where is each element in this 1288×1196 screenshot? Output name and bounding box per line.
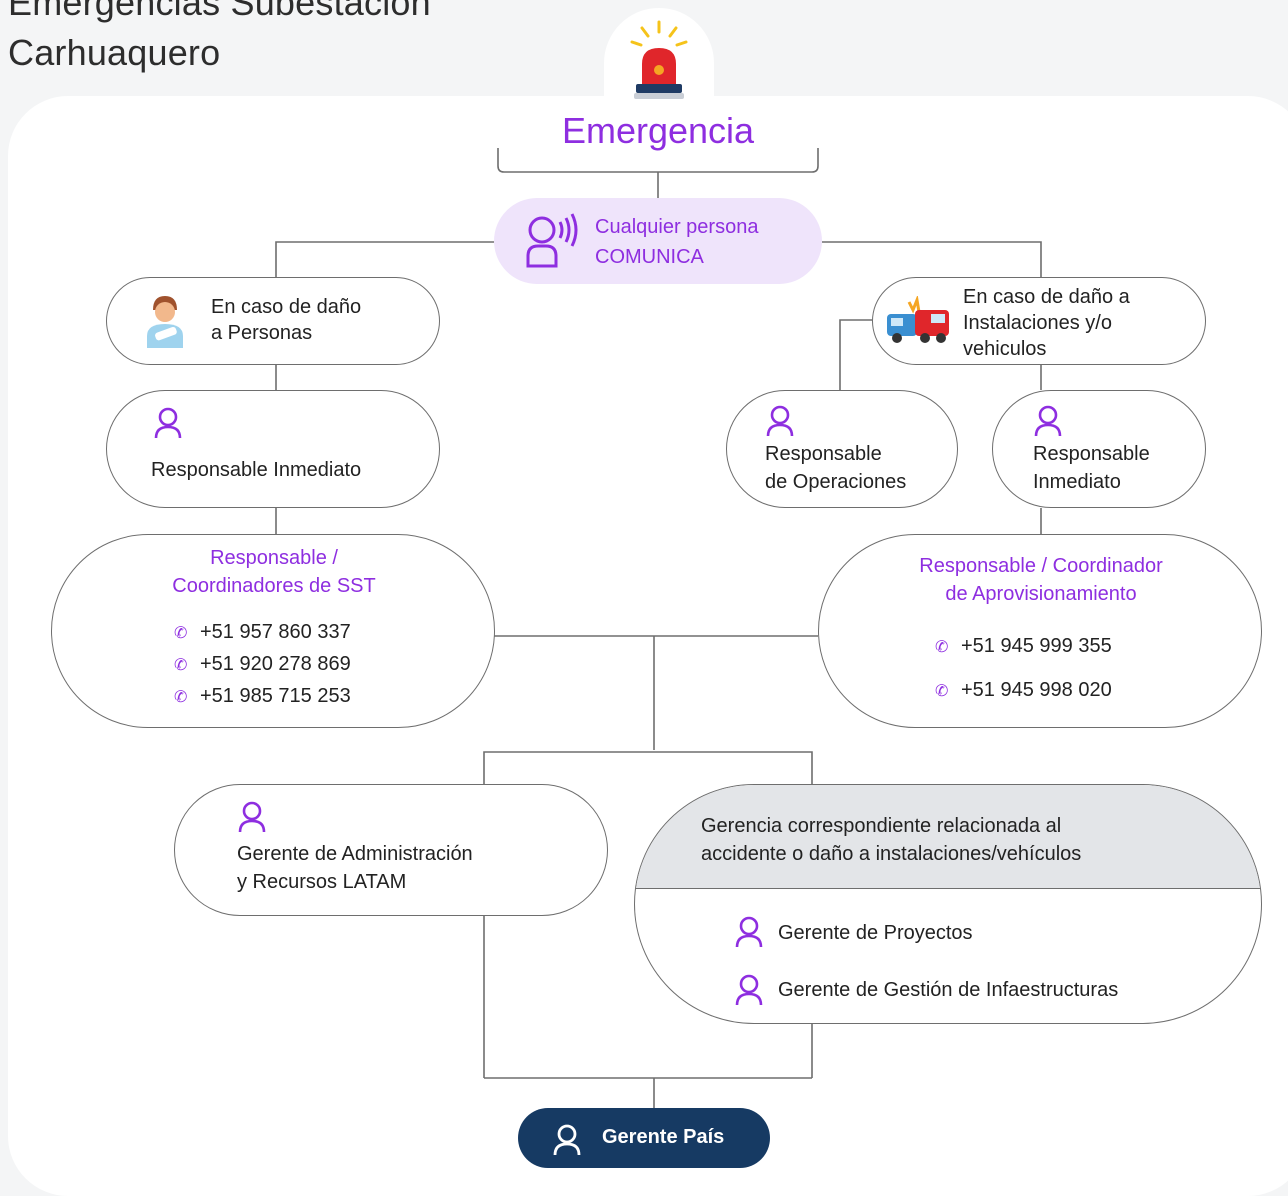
phone-icon: ✆ <box>174 657 188 674</box>
responsable-operaciones-line-1: Responsable <box>765 443 882 465</box>
page-title: Emergencias Subestación Carhuaquero <box>8 0 431 78</box>
person-icon <box>553 1124 581 1156</box>
responsable-inmediato-right-line-1: Responsable <box>1033 443 1150 465</box>
gerente-pais-label: Gerente País <box>602 1126 725 1148</box>
aprov-phone-2[interactable]: ✆ +51 945 998 020 <box>935 677 1112 705</box>
phone-icon: ✆ <box>174 625 188 642</box>
sst-phone-3[interactable]: ✆ +51 985 715 253 <box>174 683 351 711</box>
case-instalaciones-line-2: Instalaciones y/o <box>963 312 1112 334</box>
gerente-administracion-line-1: Gerente de Administración <box>237 843 473 865</box>
gerencia-header-line-1: Gerencia correspondiente relacionada al <box>701 815 1062 837</box>
connector-lines <box>275 148 1042 1108</box>
person-icon <box>735 916 763 948</box>
case-instalaciones-node: En caso de daño a Instalaciones y/o vehi… <box>872 277 1206 365</box>
case-instalaciones-line-1: En caso de daño a <box>963 286 1130 308</box>
aprov-phone-2-number: +51 945 998 020 <box>961 679 1112 701</box>
sst-title-line-1: Responsable / <box>210 547 338 569</box>
sst-phone-2-number: +51 920 278 869 <box>200 653 351 675</box>
person-icon <box>1034 405 1062 437</box>
case-personas-node: En caso de daño a Personas <box>106 277 440 365</box>
siren-icon <box>630 20 688 99</box>
person-icon <box>154 407 182 439</box>
aprov-title-line-2: de Aprovisionamiento <box>945 583 1137 605</box>
responsable-operaciones-line-2: de Operaciones <box>765 471 907 493</box>
page-title-line-1: Emergencias Subestación <box>8 0 431 23</box>
aprovisionamiento-node: Responsable / Coordinador de Aprovisiona… <box>818 534 1262 728</box>
comunica-node: Cualquier persona COMUNICA <box>494 198 822 284</box>
person-speaking-icon <box>526 213 578 268</box>
damaged-vehicles-icon <box>887 296 949 343</box>
responsable-operaciones-node: Responsable de Operaciones <box>726 390 958 508</box>
aprov-phone-1[interactable]: ✆ +51 945 999 355 <box>935 633 1112 661</box>
phone-icon: ✆ <box>935 683 949 700</box>
sst-title-line-2: Coordinadores de SST <box>172 575 376 597</box>
person-icon <box>735 974 763 1006</box>
case-personas-line-1: En caso de daño <box>211 296 362 318</box>
sst-phone-2[interactable]: ✆ +51 920 278 869 <box>174 651 351 679</box>
case-personas-line-2: a Personas <box>211 322 313 344</box>
gerente-proyectos-label: Gerente de Proyectos <box>778 922 973 944</box>
emergencia-label: Emergencia <box>561 110 755 151</box>
aprov-title-line-1: Responsable / Coordinador <box>919 555 1163 577</box>
gerente-pais-node: Gerente País <box>518 1108 770 1168</box>
sst-phone-1[interactable]: ✆ +51 957 860 337 <box>174 619 351 647</box>
gerencia-header-line-2: accidente o daño a instalaciones/vehícul… <box>701 843 1082 865</box>
sst-phone-3-number: +51 985 715 253 <box>200 685 351 707</box>
phone-icon: ✆ <box>935 639 949 656</box>
comunica-line-1: Cualquier persona <box>595 216 759 238</box>
sst-coordinators-node: Responsable / Coordinadores de SST ✆ +51 … <box>51 534 495 728</box>
phone-icon: ✆ <box>174 689 188 706</box>
gerencia-correspondiente-node: Gerencia correspondiente relacionada al … <box>634 784 1262 1024</box>
responsable-inmediato-left-label: Responsable Inmediato <box>151 459 362 481</box>
case-instalaciones-line-3: vehiculos <box>963 338 1047 360</box>
comunica-line-2: COMUNICA <box>595 246 704 268</box>
responsable-inmediato-left-node: Responsable Inmediato <box>106 390 440 508</box>
sst-phone-1-number: +51 957 860 337 <box>200 621 351 643</box>
person-icon <box>766 405 794 437</box>
responsable-inmediato-right-line-2: Inmediato <box>1033 471 1121 493</box>
gerente-administracion-line-2: y Recursos LATAM <box>237 871 407 893</box>
aprov-phone-1-number: +51 945 999 355 <box>961 635 1112 657</box>
gerente-infraestructuras-label: Gerente de Gestión de Infaestructuras <box>778 979 1119 1001</box>
responsable-inmediato-right-node: Responsable Inmediato <box>992 390 1206 508</box>
gerencia-header: Gerencia correspondiente relacionada al … <box>635 785 1261 889</box>
page-title-line-2: Carhuaquero <box>8 32 221 73</box>
gerente-administracion-node: Gerente de Administración y Recursos LAT… <box>174 784 608 916</box>
person-icon <box>238 801 266 833</box>
injured-person-icon <box>147 296 183 348</box>
